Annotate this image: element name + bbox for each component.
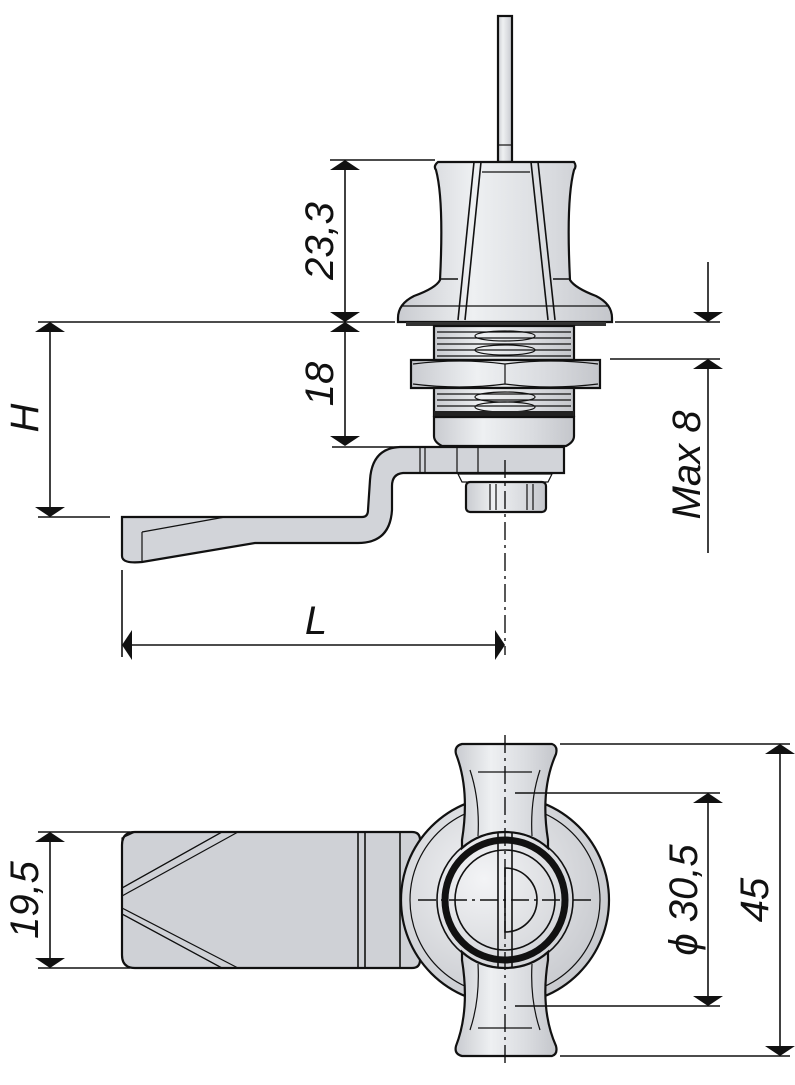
svg-text:L: L [305, 599, 327, 643]
dim-cam-length: L [121, 570, 505, 660]
dim-max-panel: Max 8 [610, 262, 723, 553]
svg-text:45: 45 [733, 877, 777, 922]
cam-plate [120, 830, 422, 970]
svg-text:18: 18 [298, 361, 342, 406]
top-view: 19,5 ϕ 30,5 45 [3, 735, 795, 1068]
svg-text:23,3: 23,3 [298, 202, 342, 281]
key-cylinder [504, 867, 538, 933]
wing-knob-top [454, 742, 558, 1058]
svg-text:Max 8: Max 8 [665, 410, 709, 520]
threaded-body [409, 324, 602, 448]
svg-text:19,5: 19,5 [3, 860, 47, 939]
dim-body-length: 18 [38, 321, 400, 448]
svg-text:ϕ 30,5: ϕ 30,5 [662, 844, 706, 956]
svg-text:H: H [3, 403, 47, 432]
wing-knob [396, 160, 614, 326]
key-blade [496, 14, 514, 164]
cam-lever [120, 445, 566, 564]
retaining-nut [457, 473, 553, 514]
dim-knob-width: 45 [560, 743, 795, 1057]
dim-cam-height: H [3, 322, 110, 518]
dim-flange-diameter: ϕ 30,5 [515, 792, 723, 1007]
side-view: 23,3 18 H L Max 8 [3, 14, 723, 660]
dim-cam-width: 19,5 [3, 831, 130, 969]
dim-knob-height: 23,3 [298, 159, 435, 322]
